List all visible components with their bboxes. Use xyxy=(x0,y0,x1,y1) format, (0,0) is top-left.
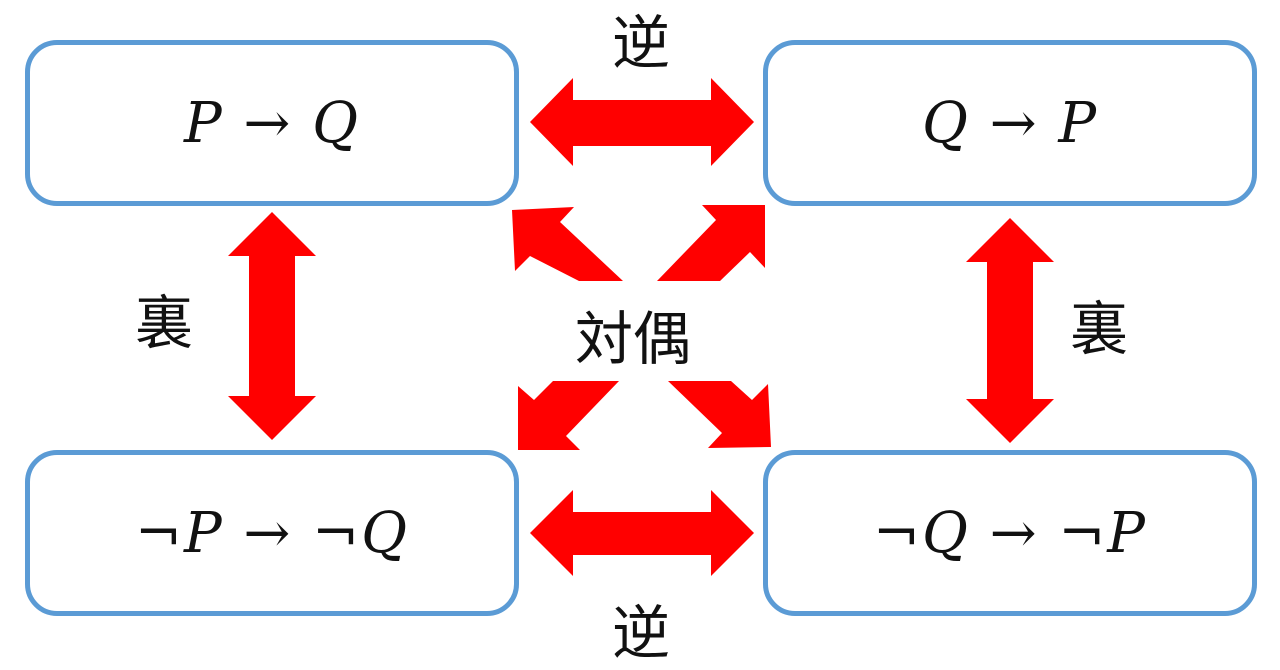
contrapositive-arrow-up-left xyxy=(512,207,623,281)
inverse-label-left: 裏 xyxy=(135,289,194,357)
converse-arrow-bottom xyxy=(530,490,754,576)
contrapositive-proposition-box: ¬Q → ¬P xyxy=(763,450,1257,616)
converse-label-top: 逆 xyxy=(612,9,671,77)
inverse-arrow-right xyxy=(966,218,1054,443)
original-proposition: P → Q xyxy=(183,90,361,156)
converse-proposition-box: Q → P xyxy=(763,40,1257,206)
converse-label-bottom: 逆 xyxy=(612,599,671,667)
inverse-proposition: ¬P → ¬Q xyxy=(135,500,409,566)
converse-proposition: Q → P xyxy=(921,90,1099,156)
contrapositive-label: 対偶 xyxy=(575,305,692,373)
contrapositive-proposition: ¬Q → ¬P xyxy=(873,500,1147,566)
inverse-label-right: 裏 xyxy=(1070,295,1129,363)
contrapositive-arrow-up-right xyxy=(657,205,765,281)
converse-arrow-top xyxy=(530,78,754,166)
contrapositive-arrow-down-right xyxy=(668,381,771,448)
inverse-proposition-box: ¬P → ¬Q xyxy=(25,450,519,616)
contrapositive-arrow-down-left xyxy=(518,381,619,450)
original-proposition-box: P → Q xyxy=(25,40,519,206)
inverse-arrow-left xyxy=(228,212,316,440)
